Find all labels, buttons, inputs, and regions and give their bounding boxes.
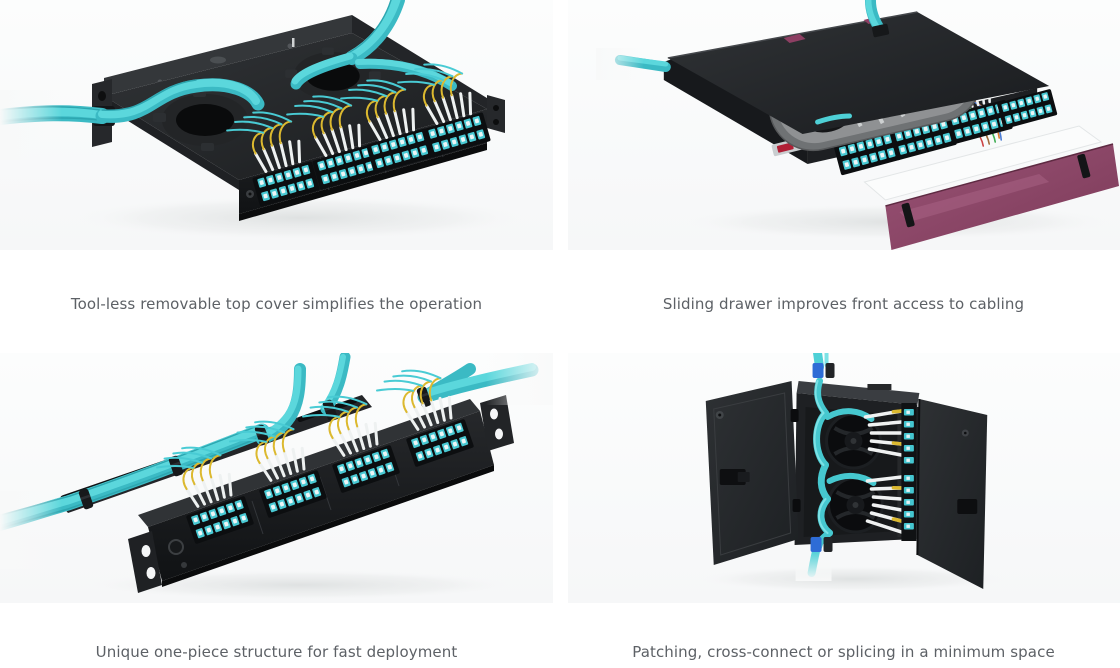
feature-caption: Tool-less removable top cover simplifies… [70,295,483,313]
feature-caption: Unique one-piece structure for fast depl… [95,643,458,661]
blue-cable-clamp [810,537,833,552]
product-image-sliding-drawer [595,0,1120,250]
yellow-fiber-tips [891,409,904,523]
front-door-magenta [885,143,1120,250]
door-latch [1077,153,1091,179]
door-latch [957,499,978,514]
right-door [916,398,988,589]
product-shadow [697,566,1008,592]
product-image-open-top-cover [0,0,525,240]
product-image-wall-mount-enclosure [697,353,1008,592]
feature-card-sliding-drawer [568,0,1120,250]
feature-caption: Patching, cross-connect or splicing in a… [632,643,1055,661]
product-shadow [85,570,515,600]
aqua-cable-bundles [0,0,457,126]
brand-logo-badge [168,539,184,555]
left-door [705,381,801,565]
white-fiber-ribbons [863,409,904,534]
feature-caption: Sliding drawer improves front access to … [662,295,1025,313]
product-shadow [75,196,525,240]
magenta-accent [783,34,806,43]
door-latch [901,202,915,228]
hinge [792,499,801,512]
feature-card-one-piece [0,353,553,603]
feature-card-wall-mount [568,353,1120,603]
hinge [790,409,799,422]
label-strip [863,125,1103,201]
product-image-one-piece-panel [0,353,553,600]
blue-cable-clamp [812,363,835,378]
feature-card-top-cover [0,0,553,250]
cable-clamp [871,23,890,38]
